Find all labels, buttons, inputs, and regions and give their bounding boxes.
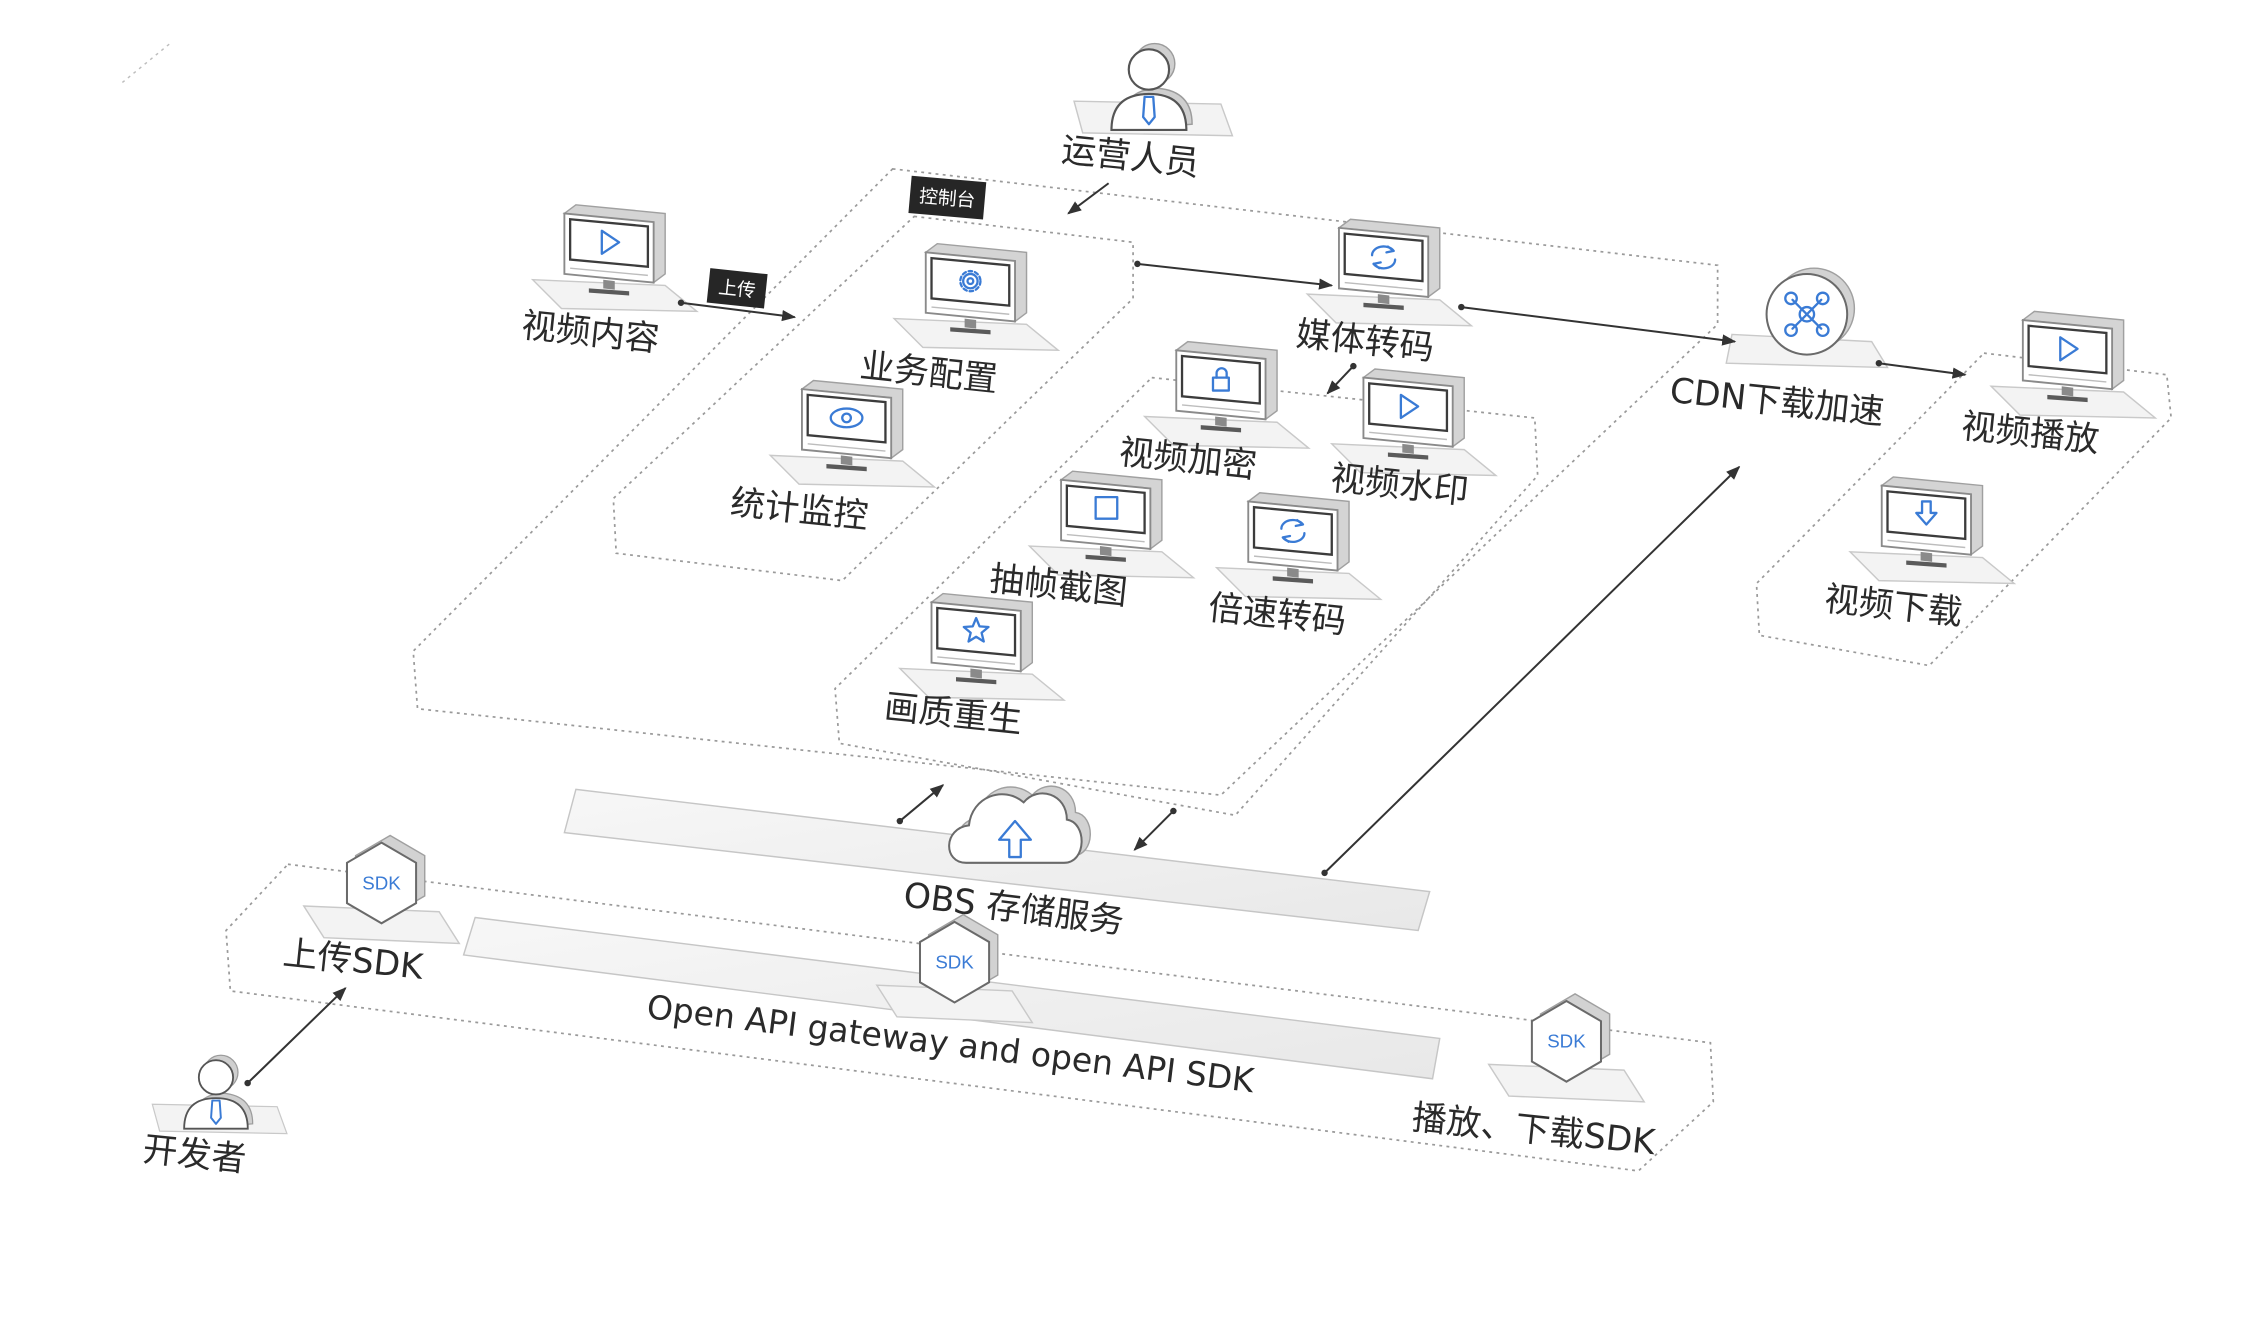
arrow-obs-to-console-left xyxy=(896,784,945,825)
operator-label: 运营人员 xyxy=(1060,130,1202,184)
monitor-icon xyxy=(1143,340,1310,450)
play-download-sdk-hex-icon: SDK xyxy=(1487,992,1646,1103)
node-video-playback xyxy=(1990,310,2157,420)
arrow-processing-to-obs xyxy=(1133,807,1177,851)
stats-monitoring-label: 统计监控 xyxy=(728,483,870,537)
play-icon xyxy=(2059,336,2079,362)
sdk-badge-text: SDK xyxy=(1547,1031,1586,1052)
upload-tag: 上传 xyxy=(706,268,768,309)
console-region-outline xyxy=(412,167,1719,797)
media-processing-region-outline xyxy=(834,376,1539,817)
node-media-transcoding xyxy=(1306,218,1473,327)
monitor-icon xyxy=(1306,218,1473,327)
monitor-icon xyxy=(1990,310,2157,420)
arrow-obs-to-cdn xyxy=(1321,465,1741,877)
square-icon xyxy=(1094,495,1119,520)
lock-icon xyxy=(1211,367,1230,392)
node-speed-transcoding xyxy=(1215,491,1382,601)
cdn-label: CDN下载加速 xyxy=(1668,371,1886,433)
node-video-encryption xyxy=(1143,340,1310,450)
gear-icon xyxy=(959,269,982,293)
arrow-upload-to-console xyxy=(677,299,797,322)
transcode-icon xyxy=(1370,245,1397,270)
monitor-icon xyxy=(531,203,698,313)
star-icon xyxy=(962,616,990,643)
node-business-config xyxy=(892,242,1060,352)
download-icon xyxy=(1915,500,1938,526)
upload-tag-text: 上传 xyxy=(717,277,756,302)
play-icon xyxy=(1399,393,1420,420)
arrow-cdn-to-playback xyxy=(1875,359,1967,379)
obs-cloud-icon xyxy=(948,785,1091,864)
console-tag-text: 控制台 xyxy=(918,186,976,212)
monitor-icon xyxy=(769,379,936,489)
developer-person-icon xyxy=(151,1054,288,1135)
monitor-icon xyxy=(1848,475,2016,585)
node-quality-enhancement xyxy=(898,592,1066,702)
node-video-watermark xyxy=(1330,367,1498,477)
developer-label: 开发者 xyxy=(141,1130,248,1181)
gateway-sdk-hex-icon: SDK xyxy=(875,913,1034,1024)
upload-arrow-icon xyxy=(998,819,1033,859)
sdk-region-outline xyxy=(225,863,1715,1172)
transcode-icon xyxy=(1280,518,1306,543)
video-content-label: 视频内容 xyxy=(520,306,662,360)
sdk-badge-text: SDK xyxy=(362,872,401,893)
node-cdn xyxy=(1725,267,1889,369)
monitor-icon xyxy=(1330,367,1498,477)
video-download-label: 视频下载 xyxy=(1823,579,1965,633)
arrow-transcoding-to-cdn xyxy=(1458,303,1737,346)
decorative-dashed-line xyxy=(121,43,171,84)
node-frame-capture xyxy=(1028,470,1195,579)
node-stats-monitoring xyxy=(769,379,936,489)
monitor-icon xyxy=(1215,491,1382,601)
node-video-content xyxy=(531,203,698,313)
arrow-transcoding-to-processing xyxy=(1326,362,1357,395)
monitor-icon xyxy=(892,242,1060,352)
arrow-developer-to-upload-sdk xyxy=(244,987,347,1087)
operator-person-icon xyxy=(1072,42,1234,137)
eye-icon xyxy=(829,407,864,429)
play-download-sdk-label: 播放、下载SDK xyxy=(1410,1098,1658,1163)
sdk-badge-text: SDK xyxy=(935,952,974,973)
console-tag: 控制台 xyxy=(908,175,987,220)
arrow-config-to-transcoding xyxy=(1134,260,1334,290)
monitor-icon xyxy=(898,592,1066,702)
arrow-operator-to-console xyxy=(1067,182,1110,215)
upload-sdk-hex-icon: SDK xyxy=(302,834,461,945)
monitor-icon xyxy=(1028,470,1195,579)
play-icon xyxy=(600,229,621,255)
node-video-download xyxy=(1848,475,2016,585)
network-icon xyxy=(1784,291,1830,338)
